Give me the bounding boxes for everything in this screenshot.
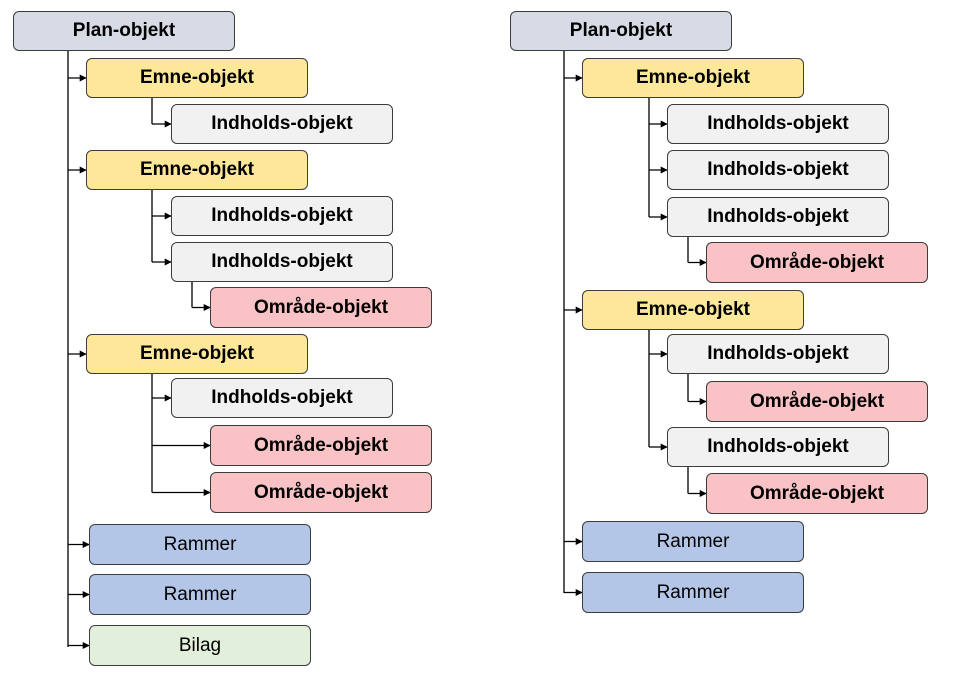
left-tree-omrade-node: Område-objekt: [210, 287, 432, 328]
right-tree-emne-node: Emne-objekt: [582, 58, 804, 98]
right-tree-indhold-node: Indholds-objekt: [667, 427, 889, 467]
left-tree-bilag-node: Bilag: [89, 625, 311, 666]
left-tree-rammer-node: Rammer: [89, 574, 311, 615]
left-tree-plan-objekt: Plan-objekt: [13, 11, 235, 51]
left-tree-indhold-node: Indholds-objekt: [171, 196, 393, 236]
right-tree-plan-objekt: Plan-objekt: [510, 11, 732, 51]
right-tree-omrade-node: Område-objekt: [706, 473, 928, 514]
left-tree-omrade-node: Område-objekt: [210, 472, 432, 513]
right-tree-indhold-node: Indholds-objekt: [667, 197, 889, 237]
left-tree-indhold-node: Indholds-objekt: [171, 378, 393, 418]
left-tree-rammer-node: Rammer: [89, 524, 311, 565]
left-tree-omrade-node: Område-objekt: [210, 425, 432, 466]
right-tree-rammer-node: Rammer: [582, 572, 804, 613]
right-tree-emne-node: Emne-objekt: [582, 290, 804, 330]
right-tree-omrade-node: Område-objekt: [706, 381, 928, 422]
right-tree-indhold-node: Indholds-objekt: [667, 150, 889, 190]
right-tree-indhold-node: Indholds-objekt: [667, 104, 889, 144]
right-tree-indhold-node: Indholds-objekt: [667, 334, 889, 374]
left-tree-emne-node: Emne-objekt: [86, 334, 308, 374]
right-tree-omrade-node: Område-objekt: [706, 242, 928, 283]
left-tree-indhold-node: Indholds-objekt: [171, 104, 393, 144]
left-tree-emne-node: Emne-objekt: [86, 150, 308, 190]
left-tree-indhold-node: Indholds-objekt: [171, 242, 393, 282]
right-tree-rammer-node: Rammer: [582, 521, 804, 562]
left-tree-emne-node: Emne-objekt: [86, 58, 308, 98]
